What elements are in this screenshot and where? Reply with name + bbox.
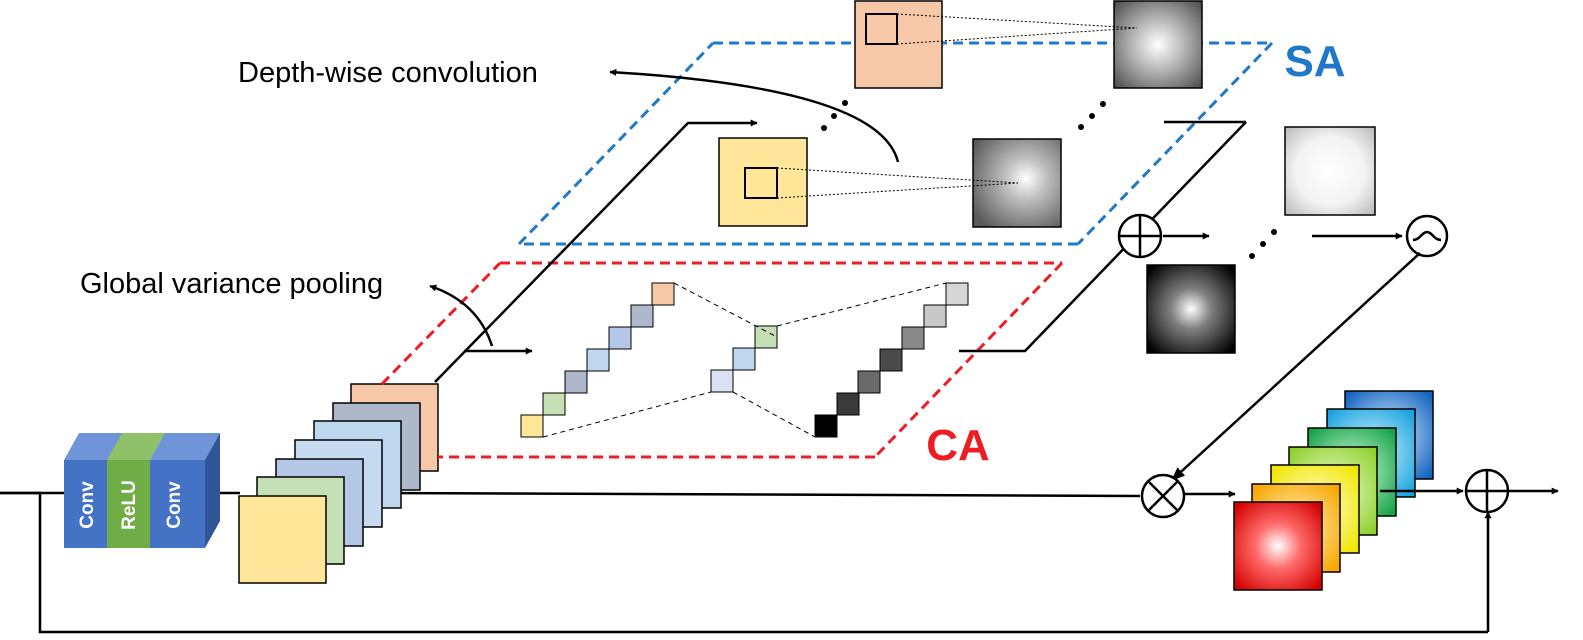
sigmoid-node — [1405, 214, 1449, 258]
bottleneck-vector — [710, 325, 778, 393]
depthwise-arrow — [609, 68, 900, 163]
relu-label: ReLU — [119, 480, 140, 530]
ca-region — [380, 261, 1064, 459]
gvp-arrow — [429, 284, 494, 347]
sa-result-maps — [1146, 126, 1376, 354]
conv1-label: Conv — [77, 481, 98, 529]
sum-node-sa — [1117, 213, 1163, 259]
conv-relu-conv-block: Conv ReLU Conv — [64, 433, 220, 548]
input-feature-stack — [238, 383, 439, 584]
multiply-node — [1140, 473, 1186, 519]
channel-descriptor-vector — [520, 282, 675, 438]
output-feature-stack — [1233, 390, 1434, 591]
sa-ellipsis — [821, 100, 1106, 131]
sa-feature-maps — [718, 0, 1203, 228]
sa-output-lines — [959, 120, 1403, 353]
channel-weight-vector — [814, 282, 969, 438]
sum-node-residual — [1464, 468, 1510, 514]
sa-branch-line — [434, 119, 758, 383]
ca-fc-lines — [542, 282, 947, 438]
gvp-label: Global variance pooling — [80, 268, 383, 300]
conv2-label: Conv — [164, 481, 185, 529]
ca-label: CA — [926, 421, 990, 470]
depthwise-kernel-lines — [776, 13, 1138, 199]
depthwise-label: Depth-wise convolution — [238, 57, 538, 89]
sa-label: SA — [1284, 37, 1345, 86]
attention-to-multiply-arrow — [1170, 252, 1421, 481]
